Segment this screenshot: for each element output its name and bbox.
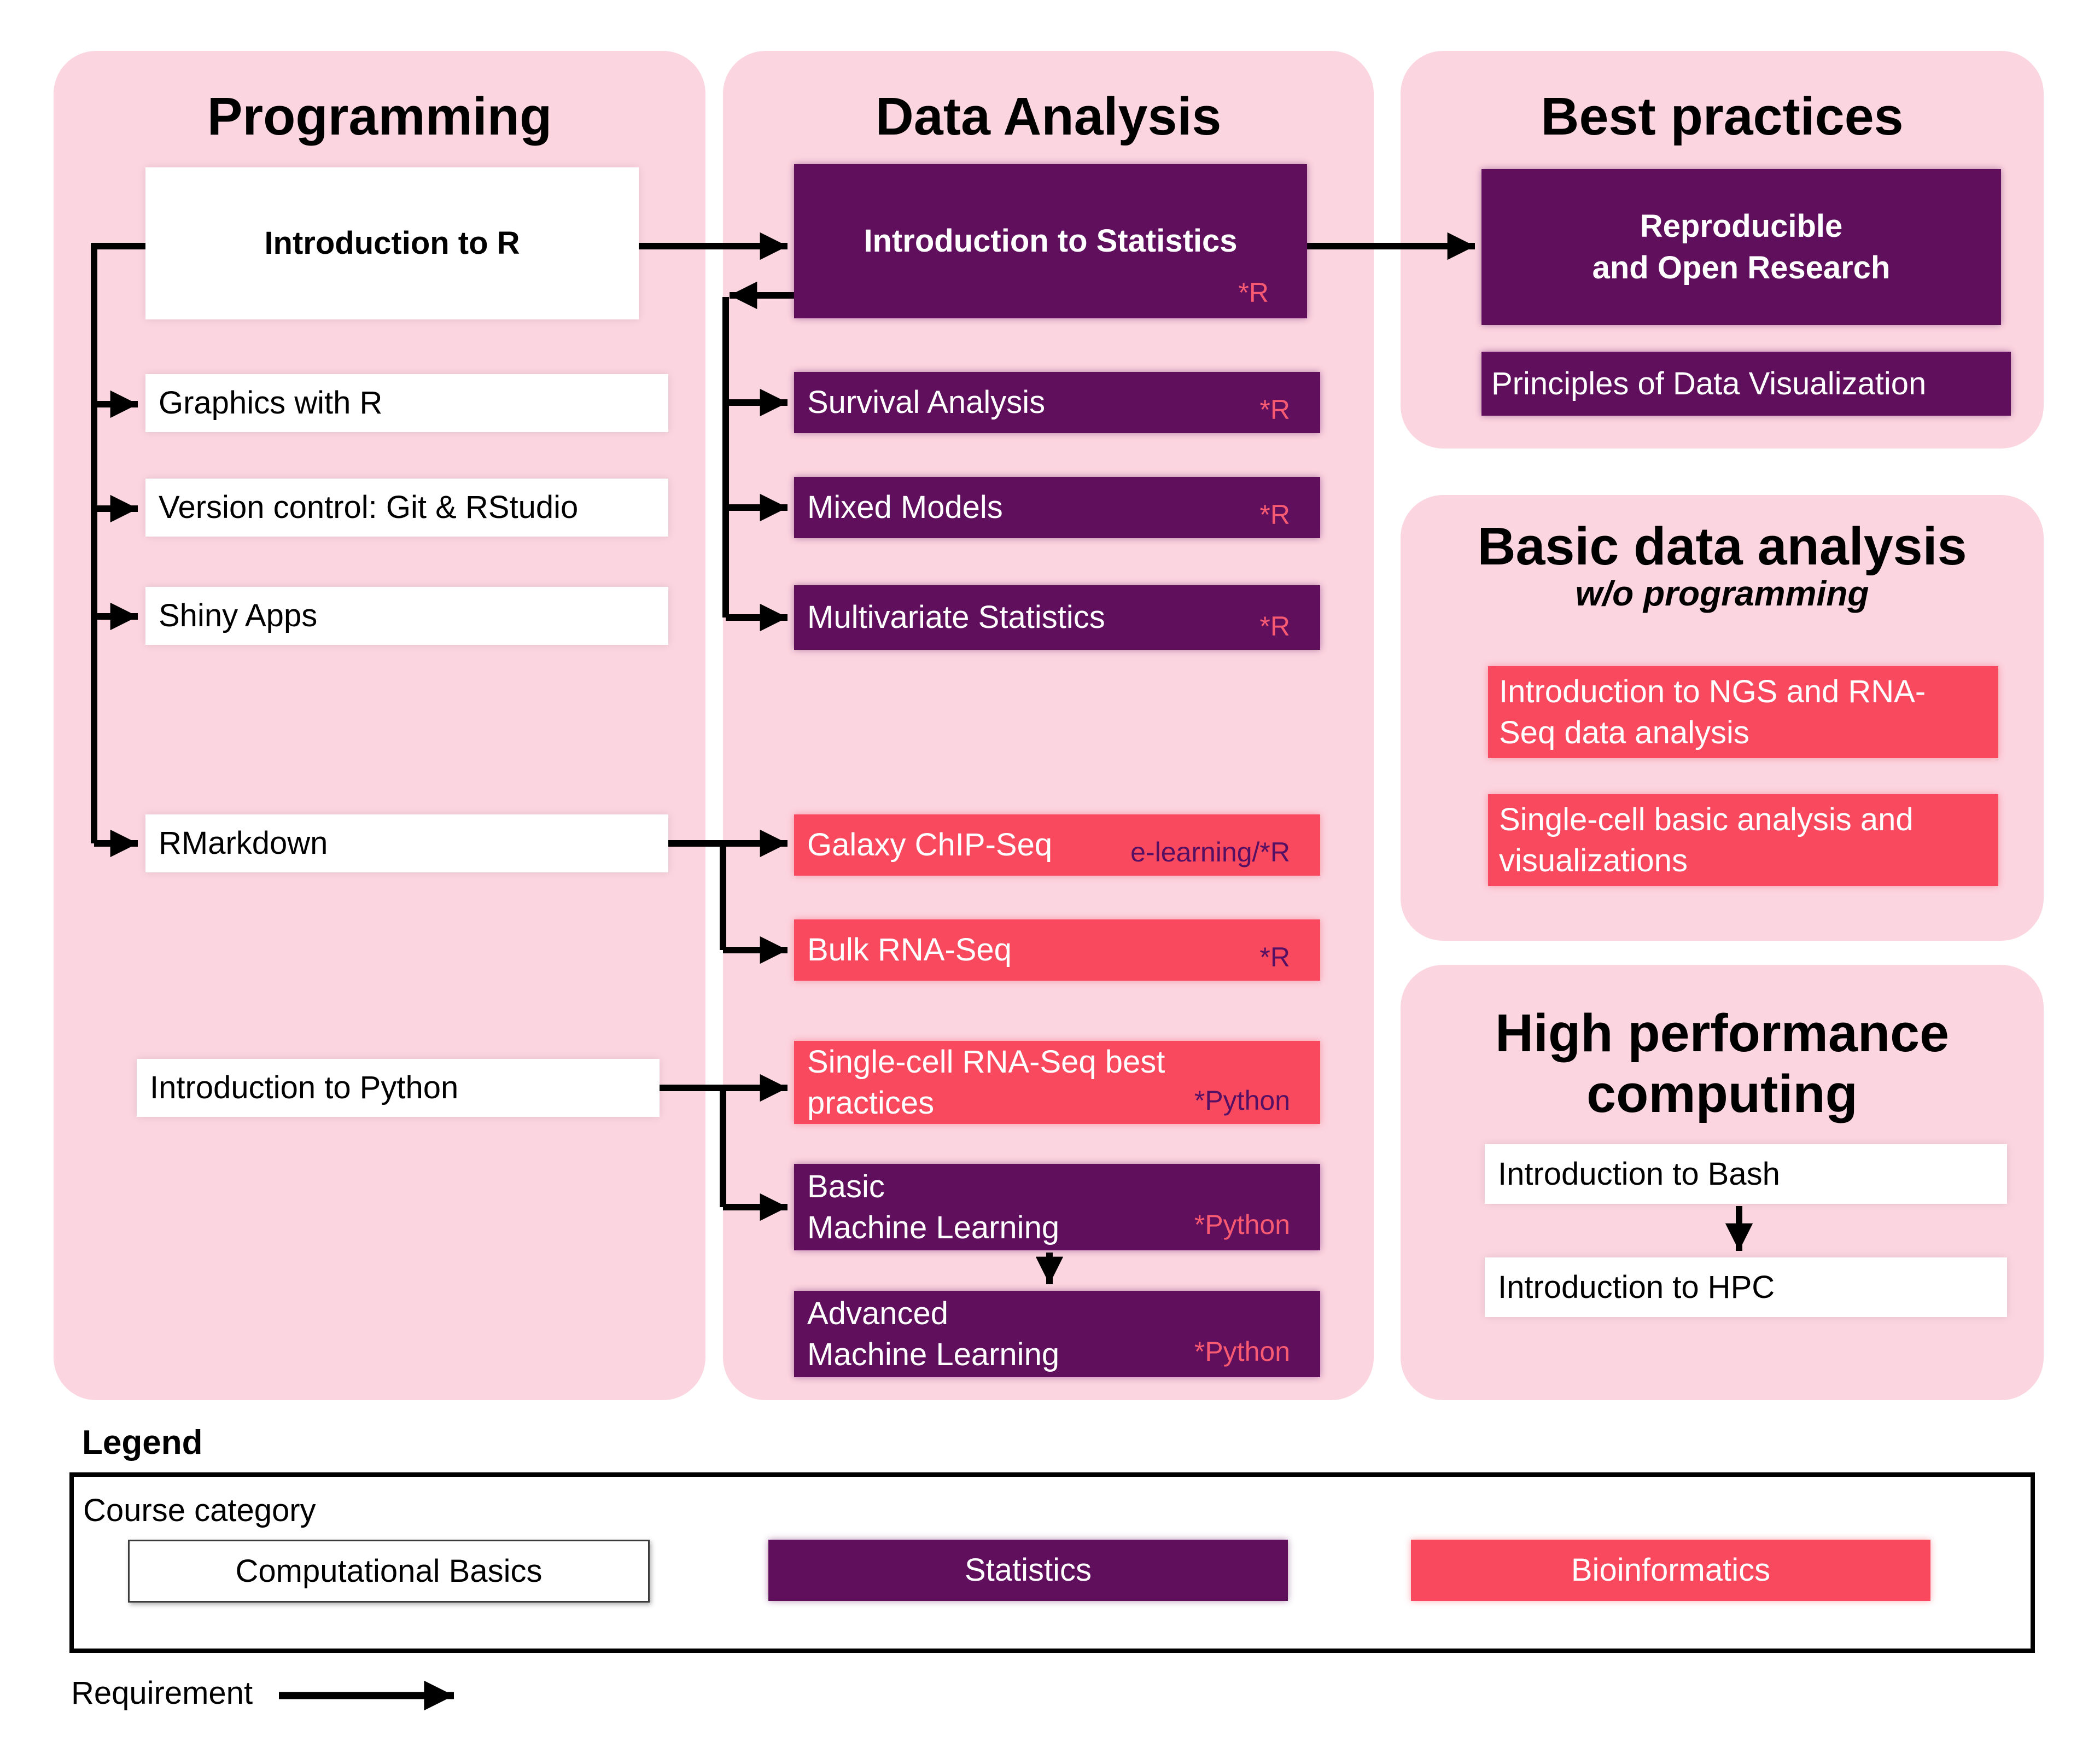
course-multivariate-statistics: Multivariate Statistics *R xyxy=(794,585,1320,650)
course-reproducible-open-research: Reproducible and Open Research xyxy=(1481,169,2001,325)
course-intro-bash: Introduction to Bash xyxy=(1485,1144,2007,1204)
course-hpc-label: Introduction to HPC xyxy=(1498,1269,1775,1305)
course-intro-r: Introduction to R xyxy=(145,167,639,319)
course-single-cell-rna-seq: Single-cell RNA-Seq best practices *Pyth… xyxy=(794,1041,1320,1124)
course-scb-line1: Single-cell basic analysis and xyxy=(1499,801,1914,837)
course-mixed-tag: *R xyxy=(1259,499,1290,530)
basic-data-analysis-title: Basic data analysis xyxy=(1477,516,1967,576)
course-version-control: Version control: Git & RStudio xyxy=(145,479,668,537)
basic-data-analysis-subtitle: w/o programming xyxy=(1575,574,1869,613)
best-practices-title: Best practices xyxy=(1541,86,1904,146)
course-intro-statistics: Introduction to Statistics *R xyxy=(794,164,1307,318)
course-principles-data-visualization: Principles of Data Visualization xyxy=(1481,352,2011,416)
course-basic-ml-line1: Basic xyxy=(807,1168,885,1204)
legend-bioinformatics: Bioinformatics xyxy=(1411,1540,1930,1601)
legend-requirement-label: Requirement xyxy=(71,1675,253,1711)
course-intro-python-label: Introduction to Python xyxy=(150,1070,459,1106)
course-reproducible-line2: and Open Research xyxy=(1592,249,1891,286)
course-reproducible-line1: Reproducible xyxy=(1640,208,1843,244)
course-shiny-label: Shiny Apps xyxy=(159,598,318,634)
course-principles-label: Principles of Data Visualization xyxy=(1491,365,1927,401)
course-rmarkdown: RMarkdown xyxy=(145,814,668,872)
course-survival-label: Survival Analysis xyxy=(807,385,1046,421)
course-survival-analysis: Survival Analysis *R xyxy=(794,372,1320,433)
course-intro-statistics-tag: *R xyxy=(1238,277,1269,308)
course-ngs-line2: Seq data analysis xyxy=(1499,715,1749,750)
course-advanced-ml-line2: Machine Learning xyxy=(807,1337,1060,1372)
legend-bioinformatics-label: Bioinformatics xyxy=(1571,1552,1771,1588)
course-bulk-label: Bulk RNA-Seq xyxy=(807,932,1012,968)
course-survival-tag: *R xyxy=(1259,394,1290,425)
course-multivariate-label: Multivariate Statistics xyxy=(807,599,1105,636)
course-advanced-machine-learning: Advanced Machine Learning *Python xyxy=(794,1291,1320,1377)
data-analysis-title: Data Analysis xyxy=(875,86,1222,146)
course-intro-statistics-label: Introduction to Statistics xyxy=(864,223,1238,259)
course-intro-ngs-rna-seq: Introduction to NGS and RNA- Seq data an… xyxy=(1488,666,1998,758)
course-ngs-line1: Introduction to NGS and RNA- xyxy=(1499,673,1926,709)
course-intro-hpc: Introduction to HPC xyxy=(1485,1257,2007,1317)
intro-r-trunk-line xyxy=(91,243,145,843)
course-basic-ml-tag: *Python xyxy=(1194,1209,1290,1240)
course-rmarkdown-label: RMarkdown xyxy=(159,825,328,861)
programming-title: Programming xyxy=(207,86,552,146)
course-single-cell-line2: practices xyxy=(807,1085,935,1121)
course-single-cell-tag: *Python xyxy=(1194,1085,1290,1116)
legend-title: Legend xyxy=(82,1424,203,1461)
legend-statistics: Statistics xyxy=(768,1540,1288,1601)
legend-course-category-label: Course category xyxy=(83,1493,316,1528)
course-bulk-tag: *R xyxy=(1259,942,1290,972)
course-advanced-ml-line1: Advanced xyxy=(807,1295,948,1331)
legend-computational-basics: Computational Basics xyxy=(128,1540,650,1603)
course-mixed-label: Mixed Models xyxy=(807,490,1003,526)
course-single-cell-basic-analysis: Single-cell basic analysis and visualiza… xyxy=(1488,794,1998,886)
course-graphics-with-r: Graphics with R xyxy=(145,374,668,432)
legend-computational-basics-label: Computational Basics xyxy=(235,1553,542,1589)
course-shiny-apps: Shiny Apps xyxy=(145,587,668,645)
course-graphics-label: Graphics with R xyxy=(159,385,383,421)
legend-statistics-label: Statistics xyxy=(964,1552,1092,1588)
course-intro-python: Introduction to Python xyxy=(137,1059,660,1117)
course-multivariate-tag: *R xyxy=(1259,611,1290,642)
course-galaxy-chip-seq: Galaxy ChIP-Seq e-learning/*R xyxy=(794,814,1320,876)
course-galaxy-tag: e-learning/*R xyxy=(1130,837,1290,867)
course-bash-label: Introduction to Bash xyxy=(1498,1156,1780,1192)
course-advanced-ml-tag: *Python xyxy=(1194,1336,1290,1367)
course-single-cell-line1: Single-cell RNA-Seq best xyxy=(807,1044,1165,1080)
hpc-title-line1: High performance xyxy=(1495,1003,1950,1063)
course-mixed-models: Mixed Models *R xyxy=(794,477,1320,538)
course-version-control-label: Version control: Git & RStudio xyxy=(159,490,579,526)
course-scb-line2: visualizations xyxy=(1499,843,1688,878)
hpc-title-line2: computing xyxy=(1586,1063,1858,1123)
course-intro-r-label: Introduction to R xyxy=(264,225,520,261)
hpc-title: High performance computing xyxy=(1401,1003,2044,1124)
course-bulk-rna-seq: Bulk RNA-Seq *R xyxy=(794,919,1320,981)
course-galaxy-label: Galaxy ChIP-Seq xyxy=(807,827,1053,863)
course-basic-ml-line2: Machine Learning xyxy=(807,1210,1060,1245)
course-basic-machine-learning: Basic Machine Learning *Python xyxy=(794,1164,1320,1250)
